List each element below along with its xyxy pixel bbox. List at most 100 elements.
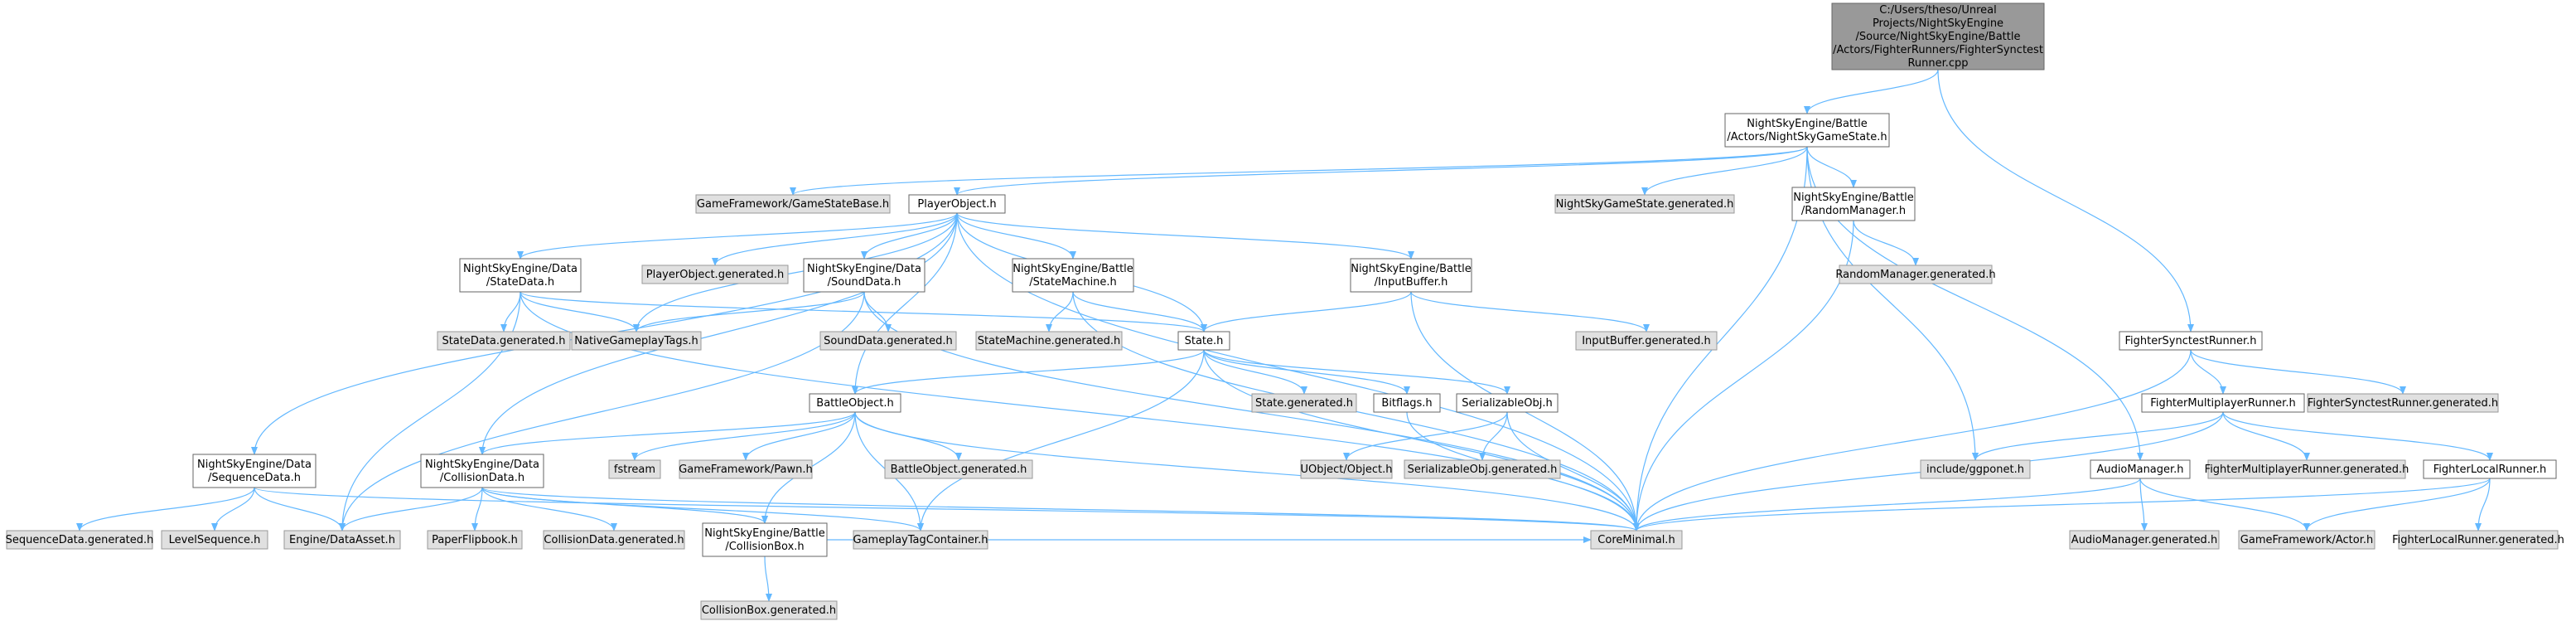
edge-player-to-battleobj [852,212,958,395]
node-label-line: PaperFlipbook.h [432,534,518,546]
node-label-line: FighterSynctestRunner.generated.h [2308,397,2498,410]
file-node-uobject: UObject/Object.h [1300,459,1393,479]
edge-player-to-nativetags [633,212,958,332]
file-node-localgen: FighterLocalRunner.generated.h [2392,530,2564,550]
node-box [420,454,544,488]
node-box [1920,459,2031,479]
nodes-layer: C:/Users/theso/UnrealProjects/NightSkyEn… [6,2,2564,620]
edge-arrow [481,487,924,531]
node-label-line: Projects/NightSkyEngine [1873,17,2003,30]
node-label-line: State.h [1185,335,1224,347]
node-box [1177,331,1230,351]
file-node-battlegen: BattleObject.generated.h [884,459,1033,479]
node-label-line: CoreMinimal.h [1597,534,1675,546]
file-node-seqdata[interactable]: NightSkyEngine/Data/SequenceData.h [192,454,317,488]
edge-arrow [211,487,255,531]
node-label-line: RandomManager.generated.h [1835,269,1995,281]
file-node-multirunner[interactable]: FighterMultiplayerRunner.h [2141,393,2305,413]
node-box [437,331,571,351]
node-label-line: CollisionBox.generated.h [702,604,836,617]
file-node-localrunner[interactable]: FighterLocalRunner.h [2423,459,2557,479]
edge-arrow [1343,411,1508,461]
node-label-line: State.generated.h [1255,397,1353,410]
edge-statedata-to-state [520,291,1207,332]
node-label-line: SerializableObj.generated.h [1408,463,1558,476]
file-node-pawn: GameFramework/Pawn.h [679,459,813,479]
edge-battleobj-to-fstream [631,411,856,461]
edge-arrow [517,212,958,260]
node-box [161,530,268,550]
edge-arrow [520,291,1207,332]
node-box [543,530,685,550]
file-node-tagcontainer: GameplayTagContainer.h [853,530,988,550]
file-node-gamestate[interactable]: NightSkyEngine/Battle/Actors/NightSkyGam… [1724,113,1890,148]
file-node-synctest[interactable]: FighterSynctestRunner.h [2119,331,2263,351]
edge-arrow [852,349,1205,395]
file-node-state[interactable]: State.h [1177,331,1230,351]
node-box [819,331,957,351]
file-node-player[interactable]: PlayerObject.h [908,194,1006,214]
edge-arrow [1203,349,1307,395]
edge-arrow [339,487,483,531]
node-box [809,393,901,413]
edge-arrow [339,291,521,531]
edge-arrow [1479,411,1508,461]
file-node-audiomgr[interactable]: AudioManager.h [2090,459,2191,479]
file-node-statemachine[interactable]: NightSkyEngine/Battle/StateMachine.h [1012,258,1134,293]
file-node-battleobj[interactable]: BattleObject.h [809,393,901,413]
edge-player-to-inputbuf [956,212,1414,260]
edge-arrow [1633,349,2192,531]
edge-arrow [712,212,958,266]
file-node-gsgen: NightSkyGameState.generated.h [1554,194,1735,214]
edge-arrow [1937,69,2194,332]
node-box [702,522,828,557]
file-node-seqgen: SequenceData.generated.h [6,530,153,550]
node-label-line: Bitflags.h [1381,397,1432,410]
node-label-line: /Actors/FighterRunners/FighterSynctest [1833,44,2043,56]
node-box [908,194,1006,214]
edge-colldata-to-paperflip [471,487,483,531]
edge-arrow [1506,411,1640,531]
edge-arrow [790,146,1808,196]
edge-seqdata-to-dataasset [254,487,346,531]
edge-arrow [633,212,958,332]
node-label-line: UObject/Object.h [1301,463,1393,476]
node-label-line: FighterLocalRunner.generated.h [2392,534,2564,546]
file-node-randgen: RandomManager.generated.h [1835,264,1996,284]
file-node-inputbuf[interactable]: NightSkyEngine/Battle/InputBuffer.h [1350,258,1472,293]
edge-player-to-coreminimal [956,212,1640,531]
edge-arrow [481,487,617,531]
edge-multirunner-to-ggponet [1972,411,2224,461]
node-label-line: NightSkyEngine/Data [463,263,578,275]
node-box [1456,393,1559,413]
edge-arrow [481,487,1640,531]
file-node-audiogen: AudioManager.generated.h [2069,530,2220,550]
file-node-dataasset: Engine/DataAsset.h [283,530,401,550]
node-label-line: SoundData.generated.h [824,335,953,347]
file-node-fstream: fstream [608,459,661,479]
file-node-colldata[interactable]: NightSkyEngine/Data/CollisionData.h [420,454,544,488]
node-label-line: NightSkyEngine/Battle [704,527,825,540]
edge-arrow [2303,478,2491,531]
node-box [6,530,153,550]
file-node-collbox[interactable]: NightSkyEngine/Battle/CollisionBox.h [702,522,828,557]
file-node-serialgen: SerializableObj.generated.h [1404,459,1561,479]
edge-arrow [861,212,958,260]
edge-arrow [1410,291,1650,332]
file-node-statedata[interactable]: NightSkyEngine/Data/StateData.h [459,258,582,293]
edge-colldata-to-dataasset [339,487,483,531]
file-node-serializable[interactable]: SerializableObj.h [1456,393,1559,413]
node-box [1350,258,1472,293]
edge-arrow [254,487,1640,531]
file-node-synctestgen: FighterSynctestRunner.generated.h [2307,393,2499,413]
edge-arrow [1972,411,2224,461]
file-node-bitflags[interactable]: Bitflags.h [1373,393,1441,413]
edge-colldata-to-collgen [481,487,617,531]
file-node-sounddatagen: SoundData.generated.h [819,331,957,351]
file-node-statedatagen: StateData.generated.h [437,331,571,351]
edge-arrow [2222,411,2310,461]
edge-arrow [339,291,865,531]
edge-audiomgr-to-audiogen [2139,478,2148,531]
file-node-randmgr[interactable]: NightSkyEngine/Battle/RandomManager.h [1791,187,1916,221]
file-node-sounddata[interactable]: NightSkyEngine/Data/SoundData.h [803,258,926,293]
